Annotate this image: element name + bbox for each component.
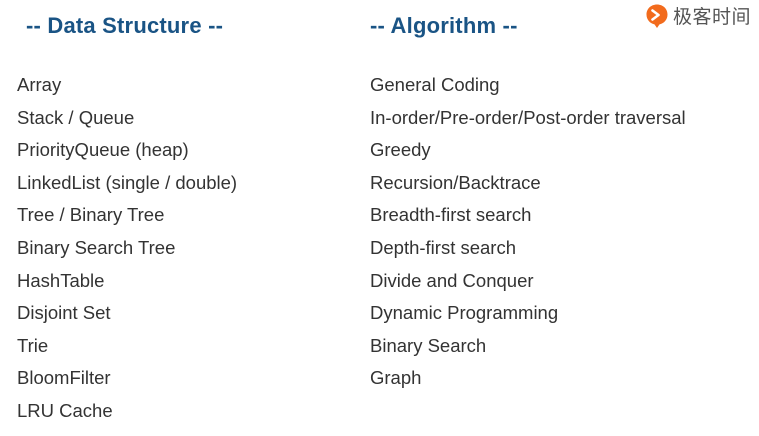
list-item: Greedy xyxy=(370,139,431,161)
list-item: BloomFilter xyxy=(17,367,111,389)
list-item: General Coding xyxy=(370,74,500,95)
list-item: LinkedList (single / double) xyxy=(17,171,238,193)
list-item: Disjoint Set xyxy=(17,302,111,324)
list-item: Dynamic Programming xyxy=(370,302,559,324)
geektime-logo-icon xyxy=(645,3,669,29)
list-item: HashTable xyxy=(17,269,105,291)
list-item: Binary Search xyxy=(370,334,487,356)
list-item: Breadth-first search xyxy=(370,204,532,226)
list-item: Divide and Conquer xyxy=(370,269,534,291)
list-item: PriorityQueue (heap) xyxy=(17,139,189,161)
brand-logo: 极客时间 xyxy=(645,2,751,29)
data-structure-heading: -- Data Structure -- xyxy=(26,13,224,38)
algorithm-heading: -- Algorithm -- xyxy=(370,13,518,38)
list-item: Depth-first search xyxy=(370,236,516,258)
list-item: Graph xyxy=(370,367,422,389)
list-item: LRU Cache xyxy=(17,399,113,421)
list-item: Stack / Queue xyxy=(17,106,135,128)
list-item: In-order/Pre-order/Post-order traversal xyxy=(370,106,686,128)
logo-text: 极客时间 xyxy=(672,6,751,28)
list-item: Tree / Binary Tree xyxy=(17,204,165,226)
data-structure-list: Array Stack / Queue PriorityQueue (heap)… xyxy=(17,72,237,431)
list-item: Binary Search Tree xyxy=(17,236,176,258)
algorithm-list: General Coding In-order/Pre-order/Post-o… xyxy=(370,72,686,398)
list-item: Array xyxy=(17,74,62,95)
list-item: Recursion/Backtrace xyxy=(370,171,541,193)
list-item: Trie xyxy=(17,334,49,356)
